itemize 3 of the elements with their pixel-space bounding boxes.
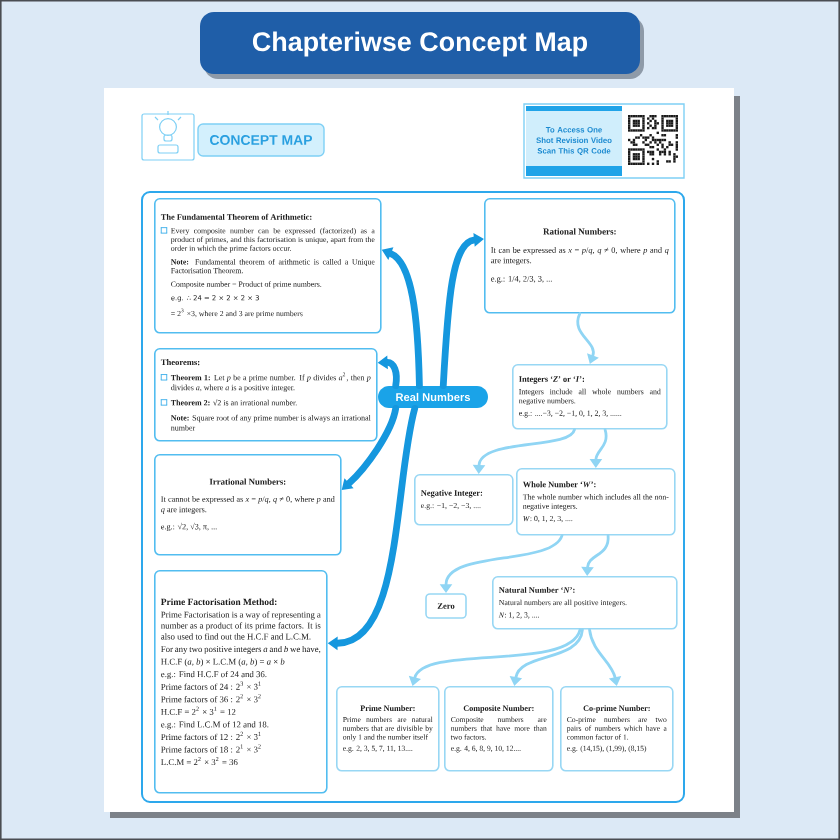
arrow (588, 628, 622, 686)
arrow (576, 312, 599, 364)
title-banner: Chapteriwse Concept Map (200, 12, 644, 79)
